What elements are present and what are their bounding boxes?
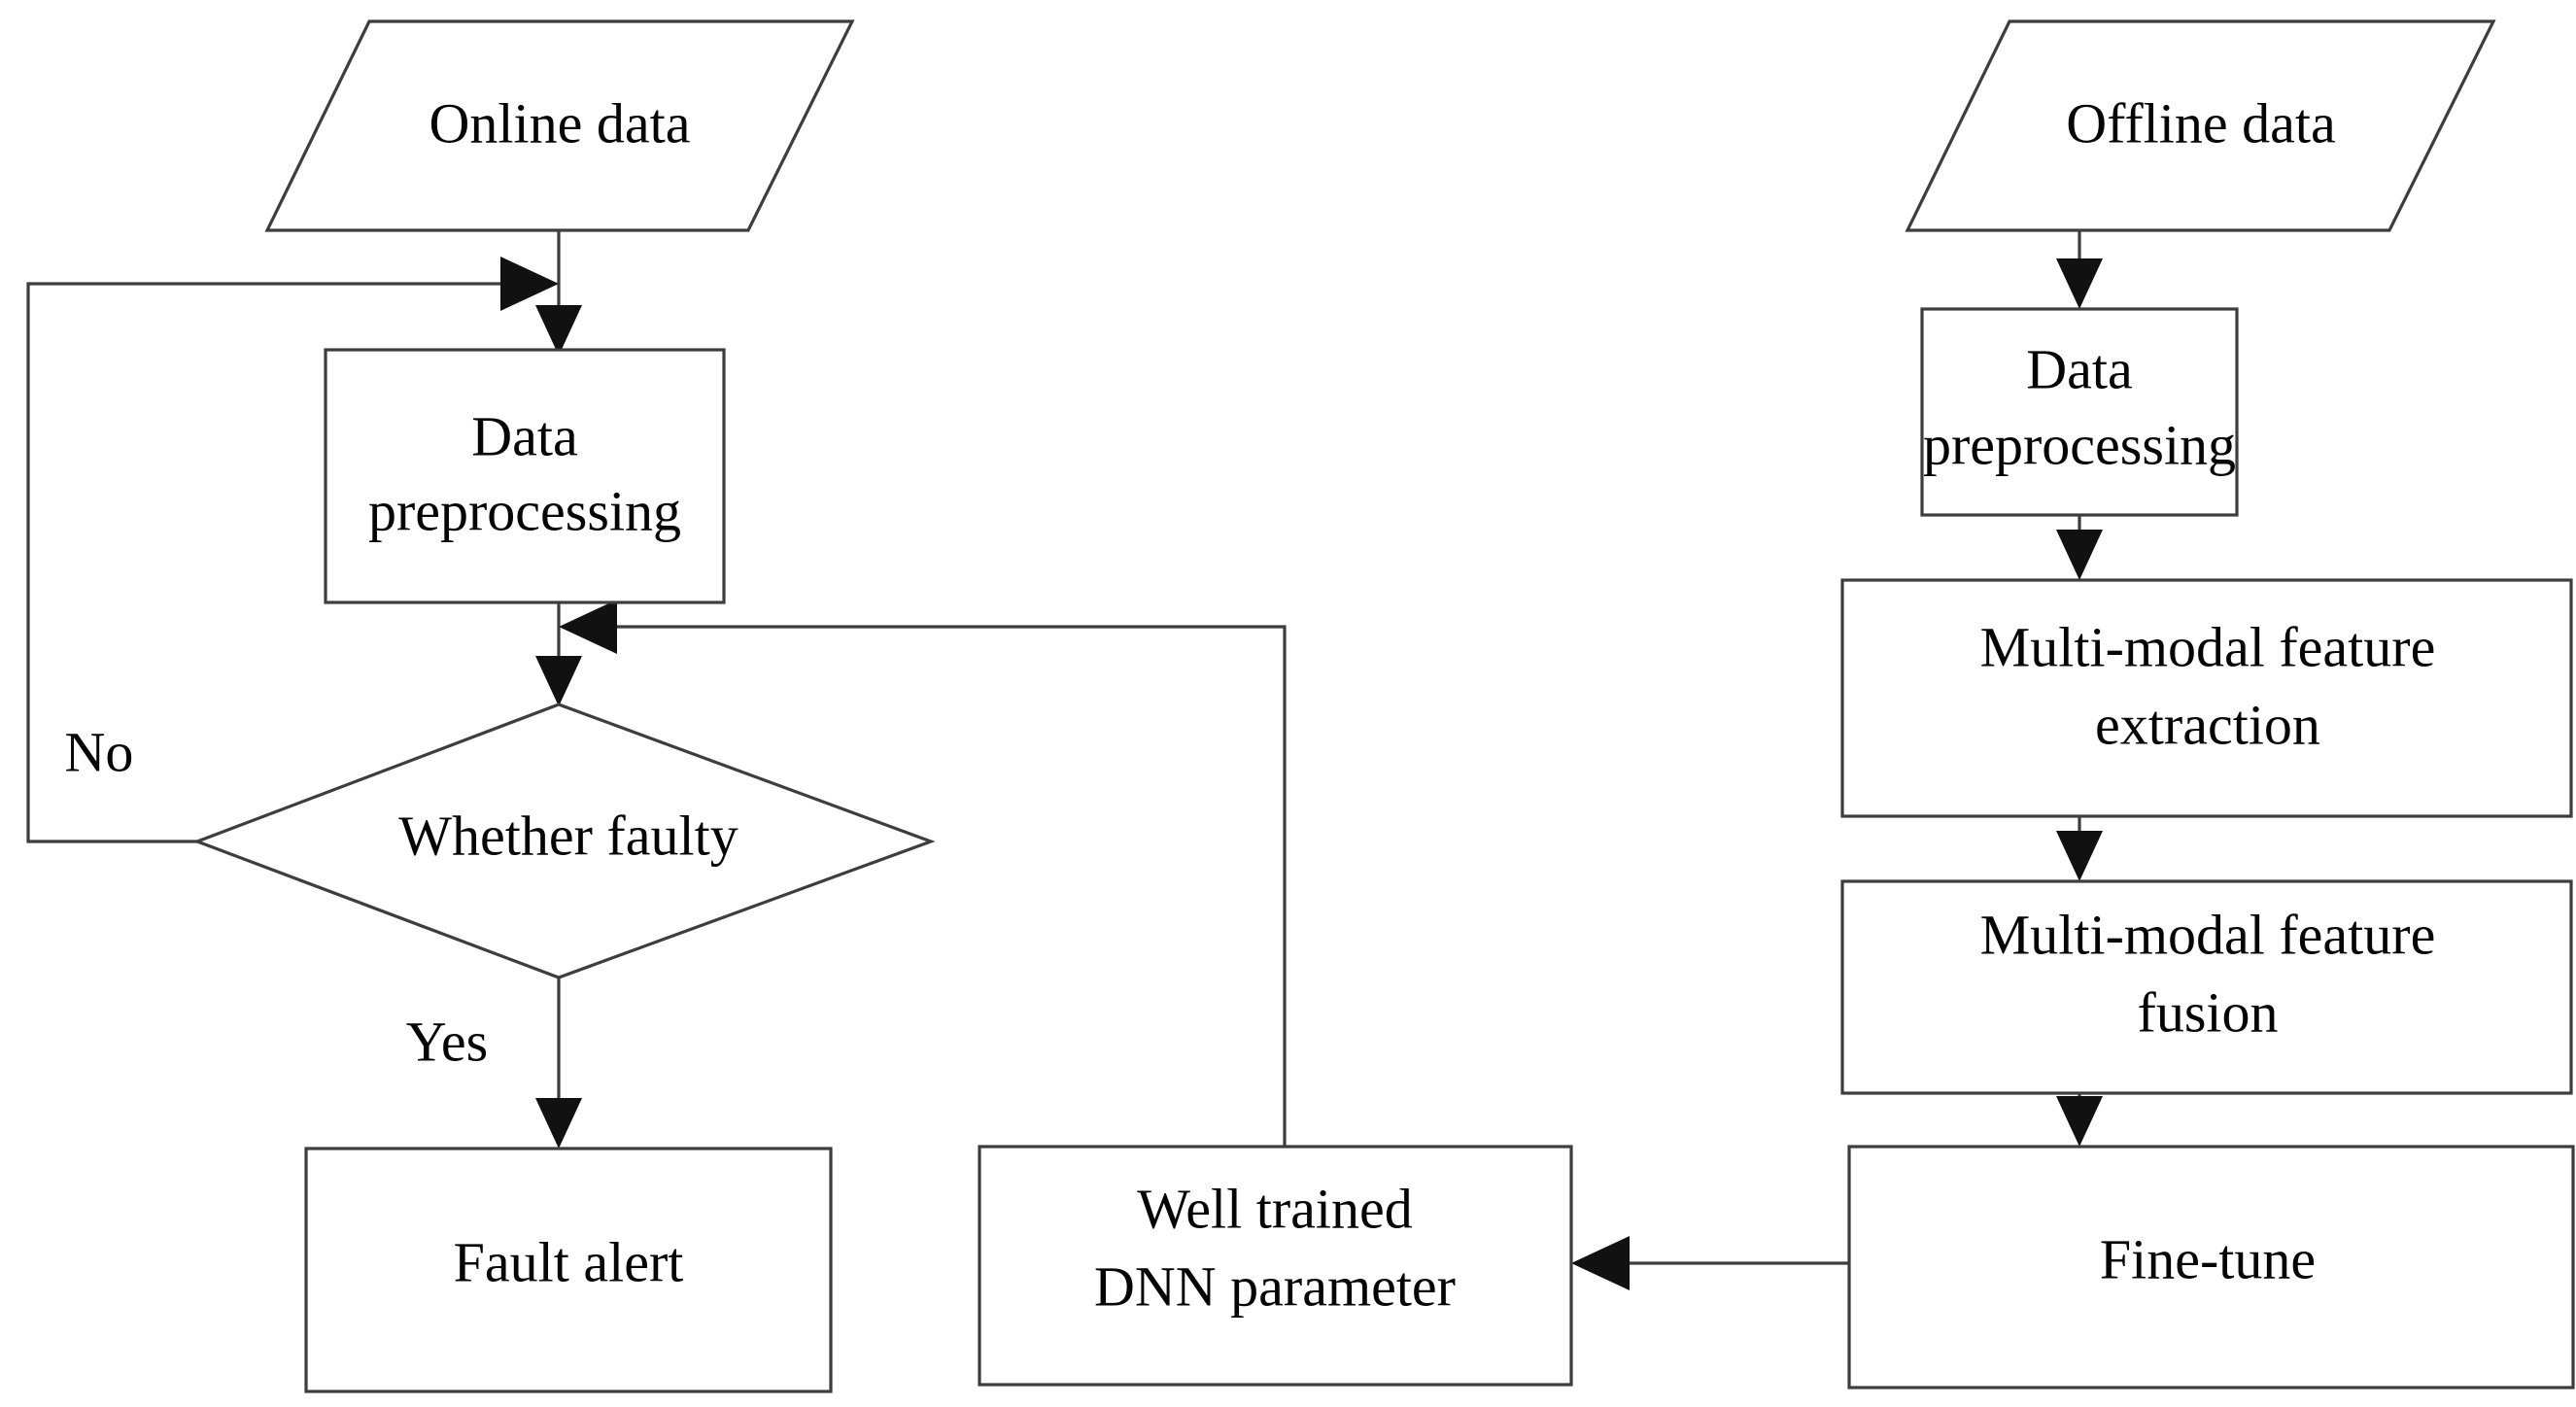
dnn-parameter-label-line2: DNN parameter [1094,1254,1456,1318]
whether-faulty-label: Whether faulty [398,804,738,867]
feature-fusion-label-line1: Multi-modal feature [1980,903,2436,966]
online-data-shape[interactable] [264,19,855,232]
feature-fusion-shape[interactable] [1840,879,2573,1095]
node-feature-extraction[interactable]: Multi-modal feature extraction [1840,578,2573,818]
fault-alert-shape[interactable] [304,1147,833,1393]
fault-alert-label: Fault alert [454,1230,684,1293]
data-preprocessing-online-label-line1: Data [471,404,578,467]
fine-tune-label: Fine-tune [2100,1227,2316,1290]
edge-label-yes: Yes [406,1010,488,1073]
edge-no-feedback-loop [26,257,559,843]
data-preprocessing-offline-shape[interactable] [1920,307,2239,517]
edge-data-preprocessing-offline-to-feature-extraction [2056,515,2103,580]
node-fault-alert[interactable]: Fault alert [304,1147,833,1393]
dnn-parameter-shape[interactable] [978,1145,1573,1387]
dnn-parameter-label-line1: Well trained [1137,1177,1413,1240]
node-feature-fusion[interactable]: Multi-modal feature fusion [1840,879,2573,1095]
edge-fine-tune-to-dnn-parameter [1571,1236,1849,1290]
edge-label-no: No [65,720,134,783]
feature-extraction-label-line2: extraction [2095,693,2320,756]
data-preprocessing-offline-label-line2: preprocessing [1923,413,2236,476]
offline-data-shape[interactable] [1905,19,2496,232]
whether-faulty-shape[interactable] [192,703,936,979]
node-data-preprocessing-online[interactable]: Data preprocessing [324,348,726,604]
edge-feature-fusion-to-fine-tune [2056,1093,2103,1147]
node-whether-faulty[interactable]: Whether faulty [192,703,936,979]
node-data-preprocessing-offline[interactable]: Data preprocessing [1920,307,2239,517]
edge-offline-data-to-data-preprocessing-offline [2056,230,2103,309]
feature-fusion-label-line2: fusion [2138,980,2279,1044]
fine-tune-shape[interactable] [1847,1145,2575,1390]
edge-dnn-parameter-to-data-preprocessing [559,600,1287,1147]
node-fine-tune[interactable]: Fine-tune [1847,1145,2575,1390]
node-dnn-parameter[interactable]: Well trained DNN parameter [978,1145,1573,1387]
online-data-label: Online data [429,91,691,154]
node-online-data[interactable]: Online data [264,19,855,232]
data-preprocessing-online-shape[interactable] [324,348,726,604]
edge-data-preprocessing-to-whether-faulty [535,602,582,706]
edge-whether-faulty-to-fault-alert [535,978,582,1149]
edge-online-data-to-data-preprocessing [535,230,582,356]
offline-data-label: Offline data [2066,91,2336,154]
data-preprocessing-offline-label-line1: Data [2026,337,2133,400]
node-offline-data[interactable]: Offline data [1905,19,2496,232]
data-preprocessing-online-label-line2: preprocessing [368,479,681,542]
feature-extraction-shape[interactable] [1840,578,2573,818]
feature-extraction-label-line1: Multi-modal feature [1980,615,2436,678]
edge-feature-extraction-to-feature-fusion [2056,816,2103,881]
